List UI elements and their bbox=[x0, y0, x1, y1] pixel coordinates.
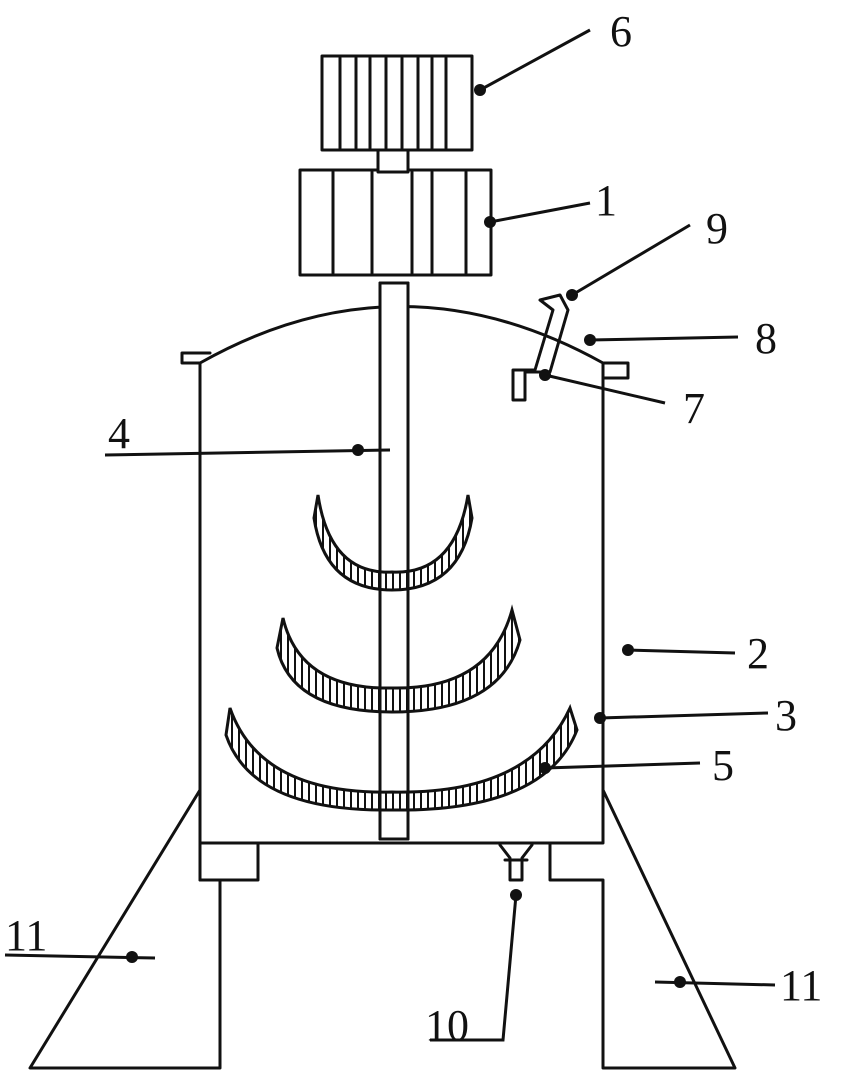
stirring-blade-top bbox=[312, 494, 474, 592]
feed-inlet-pipe bbox=[511, 293, 570, 402]
stirring-shaft-front bbox=[378, 281, 410, 841]
leader-lines bbox=[4, 28, 776, 1042]
label-7: 7 bbox=[683, 384, 705, 433]
support-leg-left bbox=[28, 788, 222, 1070]
drain-valve bbox=[498, 843, 534, 882]
leg-cross-connections bbox=[198, 841, 260, 882]
stirring-shaft bbox=[378, 281, 410, 841]
label-11-left: 11 bbox=[5, 911, 47, 960]
tank-body bbox=[198, 361, 605, 845]
label-6: 6 bbox=[610, 7, 632, 56]
motor bbox=[298, 168, 493, 277]
gear-reducer bbox=[320, 54, 474, 152]
label-4: 4 bbox=[108, 409, 130, 458]
coupling bbox=[376, 148, 410, 174]
label-3: 3 bbox=[775, 691, 797, 740]
support-leg-right bbox=[548, 788, 737, 1070]
label-5: 5 bbox=[712, 741, 734, 790]
stirring-blade-middle bbox=[275, 604, 522, 714]
label-2: 2 bbox=[747, 629, 769, 678]
label-8: 8 bbox=[755, 314, 777, 363]
stirring-blade-bottom bbox=[224, 703, 579, 812]
label-1: 1 bbox=[595, 176, 617, 225]
label-10: 10 bbox=[425, 1001, 469, 1050]
label-11-right: 11 bbox=[780, 961, 822, 1010]
label-9: 9 bbox=[706, 204, 728, 253]
